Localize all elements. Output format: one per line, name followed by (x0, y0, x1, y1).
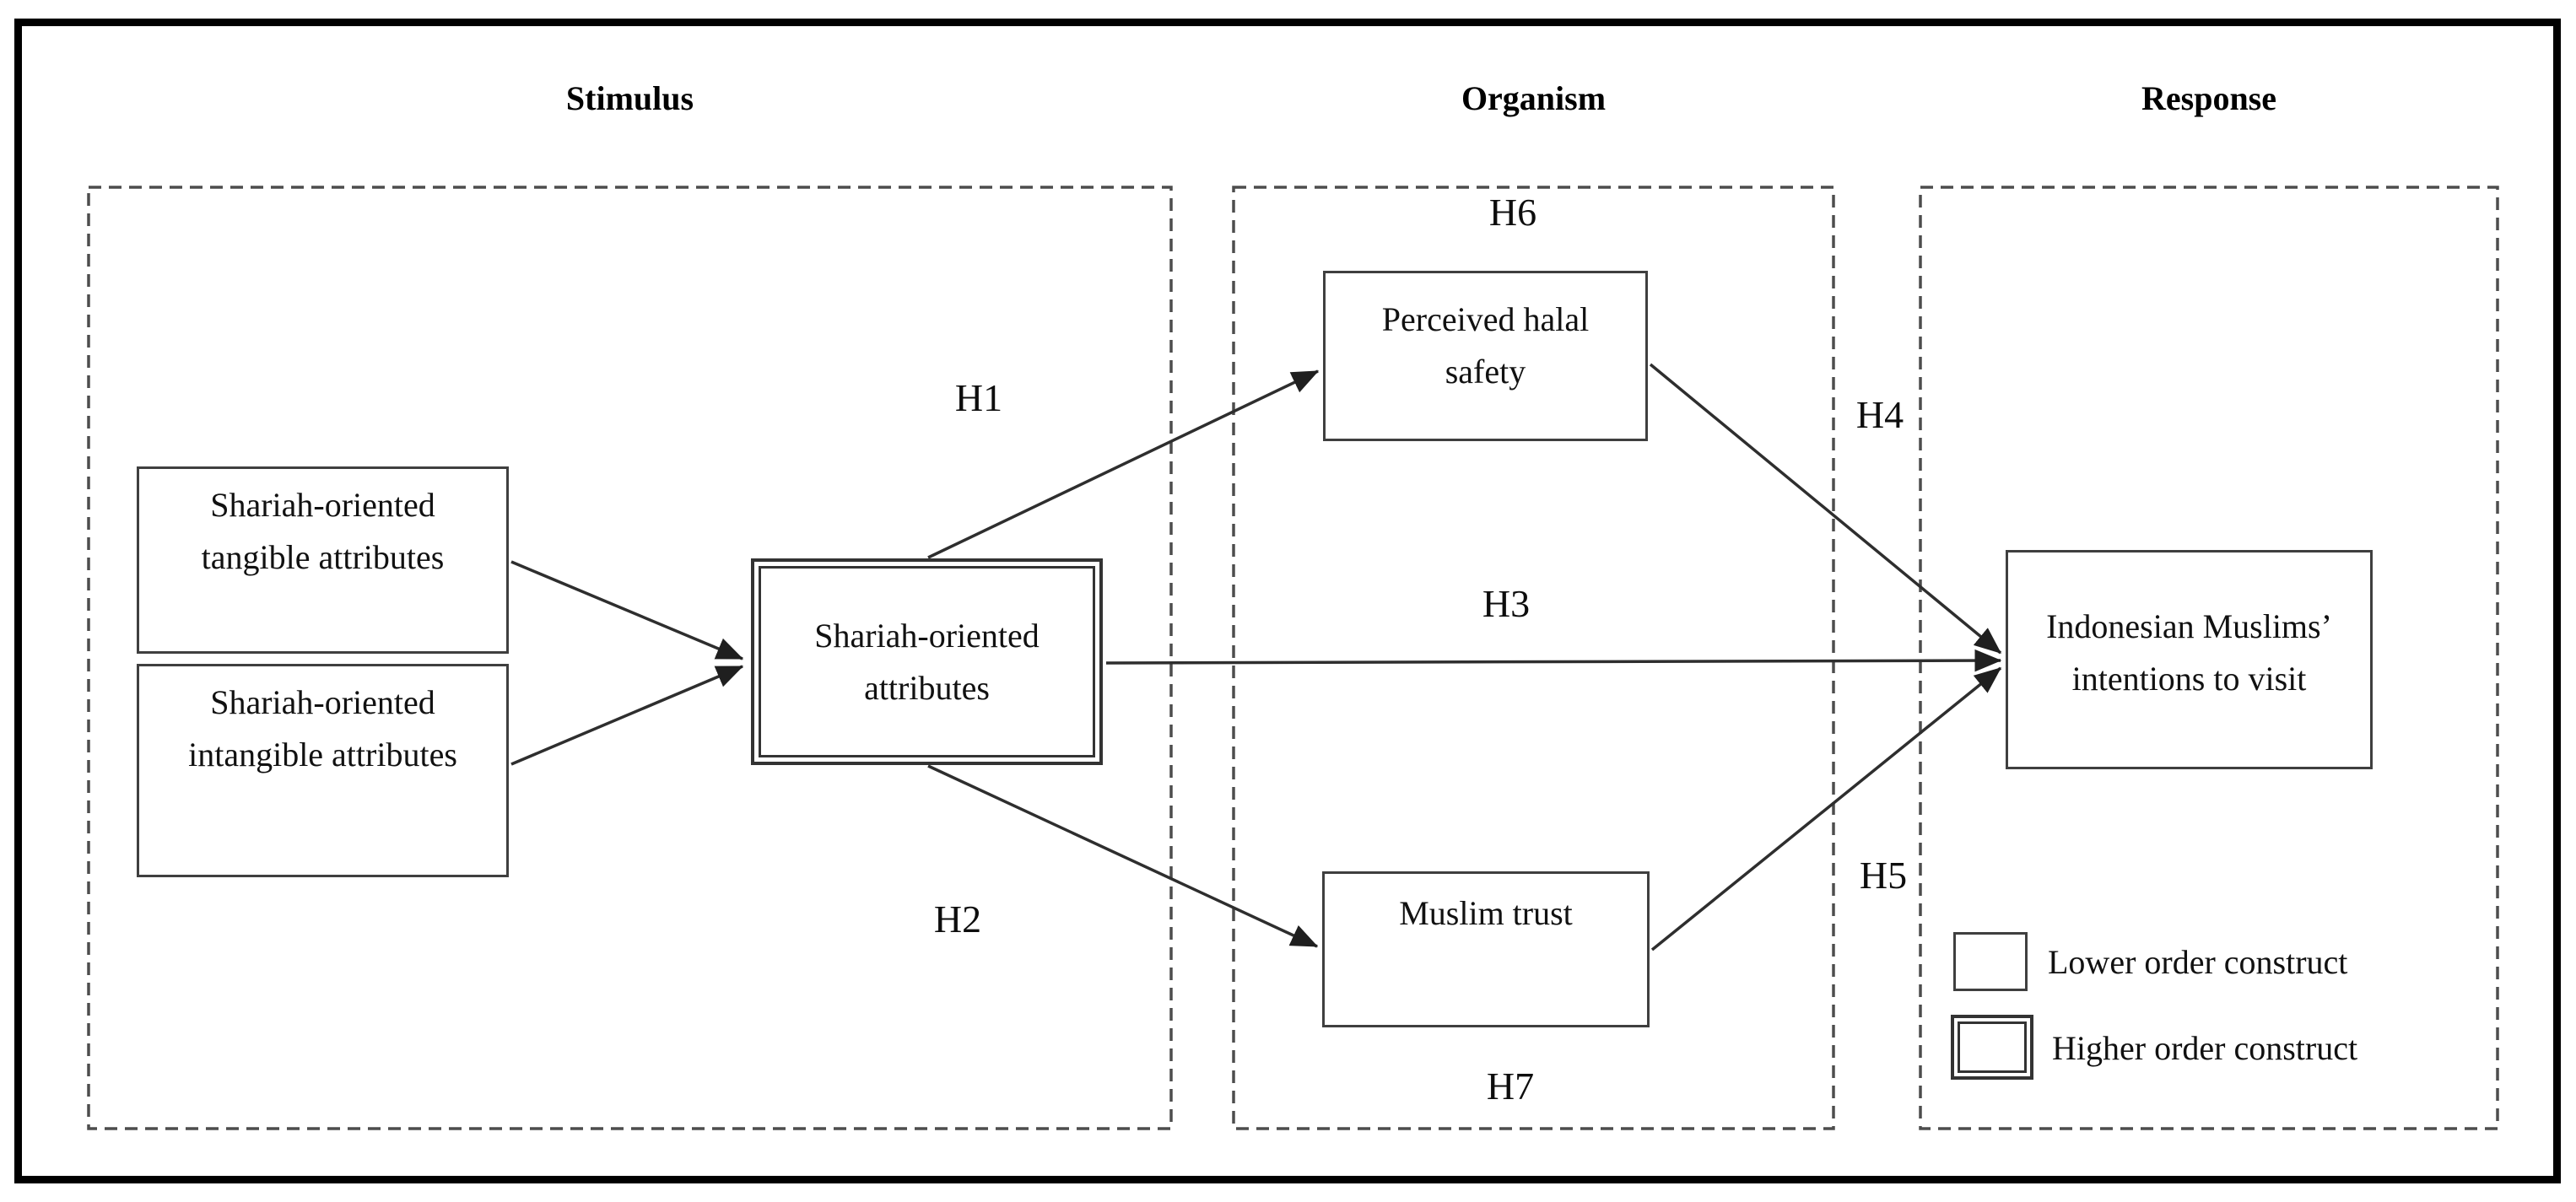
node-shariah-oriented-attributes: Shariah-oriented attributes (751, 558, 1103, 765)
response-region-header: Response (2141, 79, 2277, 117)
legend-higher-order-swatch-inner (1958, 1021, 2027, 1073)
node-muslim-trust: Muslim trust (1322, 871, 1650, 1027)
node-perceived-halal-safety: Perceived halal safety (1323, 271, 1648, 441)
hypothesis-label-h2: H2 (933, 897, 982, 941)
node-shariah-oriented-attributes-label: Shariah-oriented attributes (759, 566, 1095, 757)
legend-lower-order-label: Lower order construct (2048, 942, 2348, 981)
node-intentions-to-visit: Indonesian Muslims’ intentions to visit (2006, 550, 2373, 769)
hypothesis-label-h6: H6 (1488, 191, 1537, 234)
legend-higher-order-label: Higher order construct (2052, 1028, 2358, 1067)
legend-lower-order-swatch (1953, 932, 2028, 991)
hypothesis-label-h3: H3 (1482, 582, 1531, 625)
stimulus-region-header: Stimulus (565, 79, 694, 117)
hypothesis-label-h5: H5 (1859, 854, 1908, 897)
figure-outer-border (14, 19, 2561, 1183)
legend-higher-order-swatch (1951, 1015, 2033, 1080)
organism-region-header: Organism (1461, 79, 1607, 117)
hypothesis-label-h4: H4 (1855, 393, 1904, 436)
hypothesis-label-h7: H7 (1486, 1065, 1535, 1108)
hypothesis-label-h1: H1 (954, 376, 1003, 419)
node-shariah-intangible-attributes: Shariah-oriented intangible attributes (137, 664, 509, 877)
node-shariah-tangible-attributes: Shariah-oriented tangible attributes (137, 466, 509, 654)
